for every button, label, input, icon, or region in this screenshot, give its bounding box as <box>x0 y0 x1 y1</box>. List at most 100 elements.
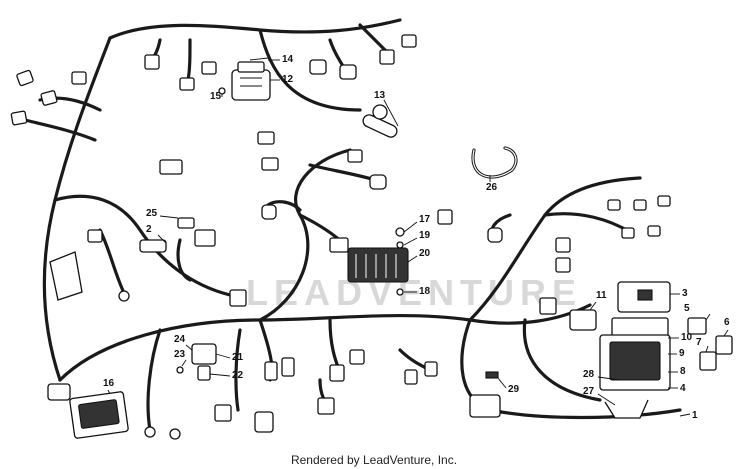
fuse-block-9-10 <box>599 317 671 391</box>
connector-center-d <box>369 174 387 190</box>
watermark: LEADVENTURE <box>246 272 582 313</box>
callout-20: 20 <box>419 248 431 259</box>
bolt-17 <box>395 227 405 237</box>
connector-top-left-d <box>71 71 87 85</box>
connector-right-f <box>621 227 635 239</box>
connector-left-mid <box>87 229 103 243</box>
label-29 <box>485 371 499 379</box>
callout-16: 16 <box>103 378 115 389</box>
connector-bottom-b <box>254 411 274 433</box>
connector-bottom-a <box>214 404 232 422</box>
connector-mid-right <box>487 227 503 243</box>
callout-28: 28 <box>583 369 595 380</box>
connector-29 <box>469 394 501 418</box>
bracket-27 <box>604 399 649 419</box>
connector-lower-c <box>264 361 278 381</box>
connector-top-g <box>401 34 417 48</box>
connector-lower-b <box>539 297 557 315</box>
washer-19 <box>396 241 404 249</box>
connector-16-left <box>47 383 71 401</box>
callout-9: 9 <box>679 348 685 359</box>
fusebox-cover-3 <box>617 281 671 313</box>
connector-right-a <box>555 237 571 253</box>
callout-2: 2 <box>146 224 152 235</box>
relay-24 <box>191 343 217 365</box>
callout-22: 22 <box>232 370 244 381</box>
sensor-bracket-left <box>49 251 83 301</box>
callout-19: 19 <box>419 230 431 241</box>
callout-7: 7 <box>696 337 702 348</box>
footer-credit: Rendered by LeadVenture, Inc. <box>291 453 457 467</box>
connector-22 <box>197 365 211 381</box>
leader-lines <box>107 59 729 417</box>
lead-2 <box>139 239 167 253</box>
connector-top-f <box>379 49 395 65</box>
ecu-16 <box>69 391 129 439</box>
callout-12: 12 <box>282 74 294 85</box>
callout-8: 8 <box>680 366 686 377</box>
relay-6 <box>715 335 733 355</box>
connector-top-b <box>179 77 195 91</box>
sensor-13 <box>362 104 398 138</box>
connector-center-b <box>261 157 279 171</box>
callout-labels: 1234567891011121314151617181920212223242… <box>103 54 730 421</box>
connector-right-g <box>647 225 661 237</box>
callout-18: 18 <box>419 286 431 297</box>
connector-lower-h <box>424 361 438 377</box>
connector-top-e <box>339 64 357 80</box>
connector-17-group <box>437 209 453 225</box>
connector-lower-f <box>349 349 365 365</box>
connector-center-c <box>347 149 363 163</box>
callout-13: 13 <box>374 90 386 101</box>
ring-terminal-c <box>169 428 181 440</box>
connector-right-b <box>555 257 571 273</box>
module-12 <box>231 61 271 101</box>
connector-11 <box>569 309 597 331</box>
relay-7 <box>699 351 717 371</box>
nut-23 <box>176 366 184 374</box>
connector-25-lower <box>177 217 195 229</box>
ring-terminal-a <box>118 290 130 302</box>
connector-top-a <box>144 54 160 70</box>
connector-top-c <box>201 61 217 75</box>
callout-3: 3 <box>682 288 688 299</box>
callout-11: 11 <box>596 290 607 301</box>
callout-15: 15 <box>210 91 222 102</box>
watermark-text: LEADVENTURE <box>246 272 582 313</box>
callout-1: 1 <box>692 410 698 421</box>
connector-right-c <box>607 199 621 211</box>
callout-10: 10 <box>681 332 693 343</box>
components <box>49 57 733 440</box>
connectors <box>10 34 671 433</box>
connector-top-left-b <box>40 90 58 106</box>
callout-23: 23 <box>174 349 186 360</box>
connector-lower-g <box>404 369 418 385</box>
connector-top-left-c <box>10 110 28 126</box>
callout-24: 24 <box>174 334 186 345</box>
callout-25: 25 <box>146 208 158 219</box>
connector-center-e <box>261 204 277 220</box>
ring-terminal-b <box>144 426 156 438</box>
connector-lower-e <box>329 364 345 382</box>
connector-top-d <box>309 59 327 75</box>
connector-right-e <box>657 195 671 207</box>
connector-right-d <box>633 199 647 211</box>
regulator-20 <box>329 237 409 283</box>
callout-17: 17 <box>419 214 431 225</box>
callout-4: 4 <box>680 383 686 394</box>
connector-top-left-a <box>16 69 34 87</box>
screw-14 <box>249 57 269 61</box>
callout-27: 27 <box>583 386 595 397</box>
nut-18 <box>396 288 404 296</box>
callout-14: 14 <box>282 54 294 65</box>
callout-29: 29 <box>508 384 520 395</box>
callout-5: 5 <box>684 303 690 314</box>
callout-26: 26 <box>486 182 498 193</box>
main-harness <box>23 18 682 432</box>
connector-2-right <box>194 229 216 247</box>
connector-lower-d <box>281 357 295 377</box>
callout-6: 6 <box>724 317 730 328</box>
connector-center-a <box>257 131 275 145</box>
